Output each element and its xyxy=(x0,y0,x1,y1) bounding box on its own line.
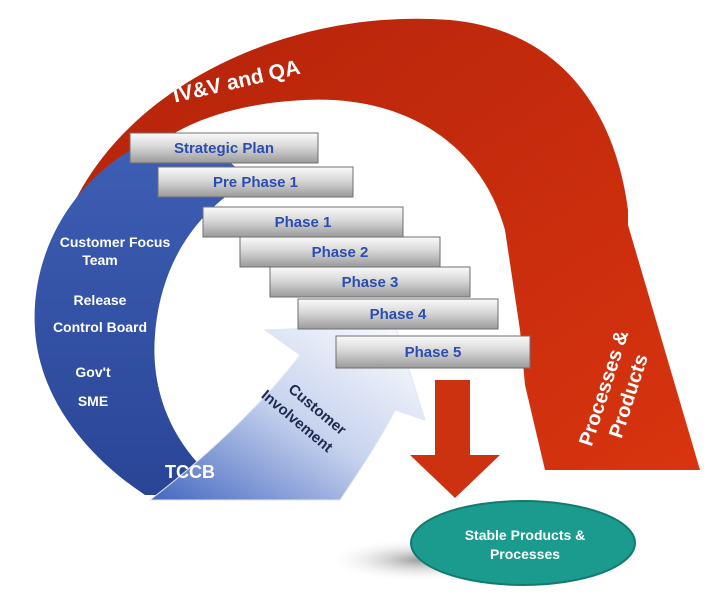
phase-bar-box xyxy=(129,132,319,164)
customer-focus-line-1: Customer Focus xyxy=(60,234,171,250)
phase-bar-4: Phase 3 xyxy=(269,266,471,298)
phase-bar-0: Strategic Plan xyxy=(129,132,319,164)
phase-bar-label: Strategic Plan xyxy=(174,140,274,157)
sme-label: SME xyxy=(78,393,108,409)
phase-bar-box xyxy=(269,266,471,298)
phase-bar-label: Phase 5 xyxy=(405,344,462,361)
phase-bar-box xyxy=(157,166,354,198)
customer-band xyxy=(34,140,250,495)
phase-bar-2: Phase 1 xyxy=(202,206,404,238)
customer-involvement-arrow xyxy=(148,324,426,501)
phase-bar-1: Pre Phase 1 xyxy=(157,166,354,198)
phase-bar-label: Phase 2 xyxy=(312,244,369,261)
phase-bar-label: Phase 1 xyxy=(275,214,332,231)
iv-and-qa-arrow xyxy=(50,18,700,470)
phase-bar-label: Phase 3 xyxy=(342,274,399,291)
phase-bar-box xyxy=(335,335,531,369)
result-ellipse xyxy=(410,500,636,586)
release-label: Release xyxy=(74,292,127,308)
phase-bar-box xyxy=(202,206,404,238)
tccb-label: TCCB xyxy=(165,462,215,482)
govt-label: Gov't xyxy=(75,364,111,380)
result-line-1: Stable Products & xyxy=(465,527,586,543)
phase-bar-5: Phase 4 xyxy=(297,298,499,330)
down-arrow xyxy=(410,380,500,498)
phase-bar-3: Phase 2 xyxy=(239,236,441,268)
phase-bar-label: Pre Phase 1 xyxy=(213,174,298,191)
phase-bar-label: Phase 4 xyxy=(370,306,427,323)
result-line-2: Processes xyxy=(490,546,560,562)
phase-bar-box xyxy=(297,298,499,330)
control-board-label: Control Board xyxy=(53,319,147,335)
phase-bar-6: Phase 5 xyxy=(335,335,531,369)
customer-focus-line-2: Team xyxy=(82,252,118,268)
